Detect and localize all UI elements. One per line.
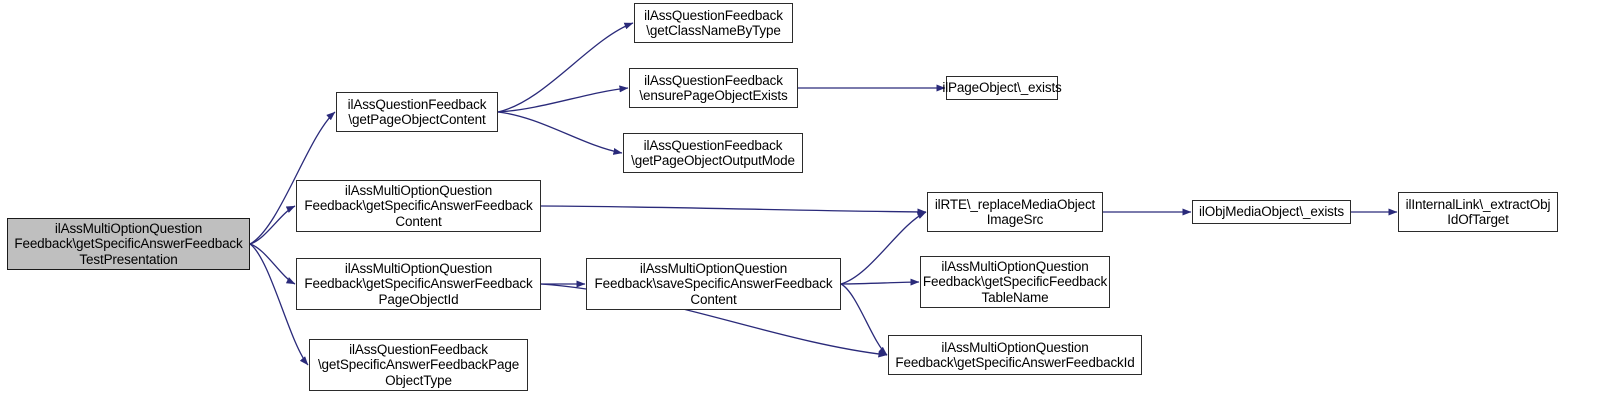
graph-node-label: ilRTE\_replaceMediaObject ImageSrc — [934, 196, 1096, 228]
graph-edge-root-to-getSpecificAnswerFeedbackContent — [249, 205, 296, 245]
graph-node-getClassNameByType[interactable]: ilAssQuestionFeedback \getClassNameByTyp… — [634, 3, 793, 43]
graph-node-label: ilAssQuestionFeedback \getSpecificAnswer… — [317, 341, 520, 388]
graph-node-getSpecificAnswerFeedbackPageObjectId[interactable]: ilAssMultiOptionQuestion Feedback\getSpe… — [296, 258, 541, 310]
graph-node-label: ilAssMultiOptionQuestion Feedback\saveSp… — [594, 260, 833, 307]
graph-node-label: ilAssMultiOptionQuestion Feedback\getSpe… — [922, 258, 1108, 305]
graph-edge-getSpecificAnswerFeedbackContent-to-replaceMediaObjectImageSrc — [540, 205, 927, 216]
graph-node-getSpecificAnswerFeedbackId[interactable]: ilAssMultiOptionQuestion Feedback\getSpe… — [888, 335, 1142, 375]
graph-edge-saveSpecificAnswerFeedbackContent-to-getSpecificAnswerFeedbackId — [840, 283, 888, 356]
graph-node-saveSpecificAnswerFeedbackContent[interactable]: ilAssMultiOptionQuestion Feedback\saveSp… — [586, 258, 841, 310]
graph-node-getSpecificAnswerFeedbackPageObjectType[interactable]: ilAssQuestionFeedback \getSpecificAnswer… — [309, 339, 528, 391]
graph-node-root[interactable]: ilAssMultiOptionQuestion Feedback\getSpe… — [7, 218, 250, 270]
graph-node-label: ilAssQuestionFeedback \ensurePageObjectE… — [639, 72, 788, 104]
graph-node-label: ilAssMultiOptionQuestion Feedback\getSpe… — [14, 220, 243, 267]
graph-node-label: ilAssQuestionFeedback \getClassNameByTyp… — [644, 7, 783, 39]
graph-node-label: ilAssQuestionFeedback \getPageObjectOutp… — [631, 137, 795, 169]
graph-node-ilObjMediaObjectExists[interactable]: ilObjMediaObject\_exists — [1192, 200, 1351, 224]
graph-node-getPageObjectOutputMode[interactable]: ilAssQuestionFeedback \getPageObjectOutp… — [623, 133, 803, 173]
graph-node-replaceMediaObjectImageSrc[interactable]: ilRTE\_replaceMediaObject ImageSrc — [927, 192, 1103, 232]
graph-edge-getPageObjectContent-to-getClassNameByType — [497, 22, 634, 113]
graph-edge-getPageObjectContent-to-ensurePageObjectExists — [497, 85, 629, 113]
graph-node-label: ilAssQuestionFeedback \getPageObjectCont… — [347, 96, 487, 128]
graph-node-label: ilObjMediaObject\_exists — [1199, 204, 1344, 220]
graph-edge-saveSpecificAnswerFeedbackContent-to-getSpecificFeedbackTableName — [840, 278, 920, 286]
graph-node-label: ilAssMultiOptionQuestion Feedback\getSpe… — [304, 182, 533, 229]
graph-edge-saveSpecificAnswerFeedbackContent-to-replaceMediaObjectImageSrc — [840, 211, 927, 285]
graph-node-label: ilPageObject\_exists — [942, 80, 1062, 96]
graph-node-ensurePageObjectExists[interactable]: ilAssQuestionFeedback \ensurePageObjectE… — [629, 68, 798, 108]
graph-edge-getPageObjectContent-to-getPageObjectOutputMode — [497, 111, 623, 155]
graph-node-label: ilAssMultiOptionQuestion Feedback\getSpe… — [304, 260, 533, 307]
graph-node-getSpecificFeedbackTableName[interactable]: ilAssMultiOptionQuestion Feedback\getSpe… — [920, 256, 1110, 308]
graph-edge-root-to-getSpecificAnswerFeedbackPageObjectId — [249, 243, 296, 285]
graph-node-getSpecificAnswerFeedbackContent[interactable]: ilAssMultiOptionQuestion Feedback\getSpe… — [296, 180, 541, 232]
graph-node-label: ilInternalLink\_extractObj IdOfTarget — [1405, 196, 1551, 228]
graph-node-extractObjIdOfTarget[interactable]: ilInternalLink\_extractObj IdOfTarget — [1398, 192, 1558, 232]
graph-node-ilPageObjectExists[interactable]: ilPageObject\_exists — [942, 76, 1062, 100]
graph-node-getPageObjectContent[interactable]: ilAssQuestionFeedback \getPageObjectCont… — [336, 92, 498, 132]
graph-node-label: ilAssMultiOptionQuestion Feedback\getSpe… — [895, 339, 1135, 371]
